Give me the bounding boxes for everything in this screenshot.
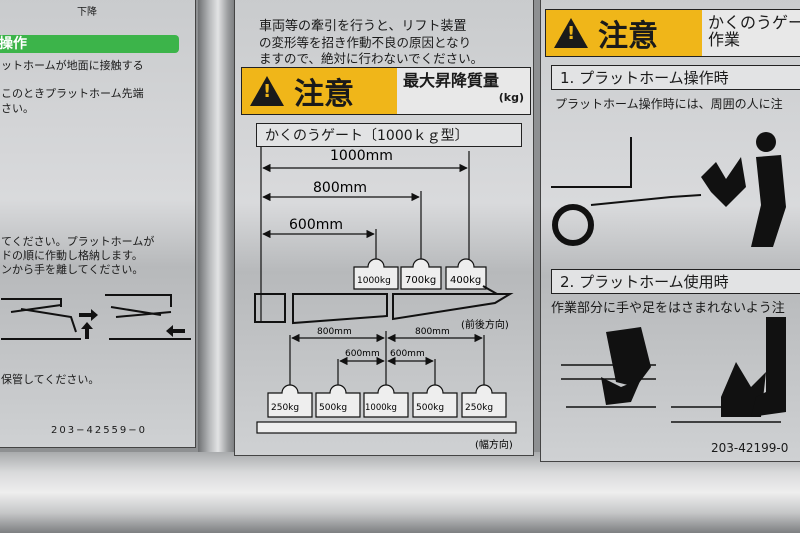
caution-title-2: 作業 (708, 30, 741, 49)
lower-text: 下降 (77, 7, 97, 18)
impact-burst-icon (701, 157, 746, 207)
weight-label: 250kg (465, 403, 493, 413)
text-line: ドの順に作動し格納します。 (1, 249, 143, 262)
text-line: ンから手を離してください。 (1, 263, 144, 276)
dist-label: 1000mm (330, 148, 393, 164)
dist-label: 800mm (313, 180, 367, 196)
warning-line: の変形等を招き作動不良の原因となり (259, 35, 472, 50)
direction-label: (幅方向) (475, 438, 513, 451)
caution-title: かくのうゲー (708, 13, 800, 32)
weight-label: 1000kg (365, 403, 397, 413)
weight-label: 500kg (319, 403, 347, 413)
text-line: このときプラットホーム先端 (1, 87, 144, 100)
section2-text: 作業部分に手や足をはさまれないよう注 (551, 301, 785, 316)
pinch-hazard-illustration (561, 317, 786, 423)
section2-title: 2. プラットホーム使用時 (551, 269, 800, 294)
arrow-left-icon (166, 325, 185, 337)
dist-label: 600mm (390, 349, 425, 359)
storage-text: 保管してください。 (1, 373, 100, 386)
weight-label: 250kg (271, 403, 299, 413)
caution-unit: (kg) (498, 91, 524, 104)
text-line: てください。プラットホームが (1, 235, 155, 248)
caution-title: 最大昇降質量 (403, 71, 500, 90)
dist-label: 600mm (345, 349, 380, 359)
caution-word: 注意 (598, 19, 658, 54)
direction-label: (前後方向) (461, 318, 509, 331)
weight-label: 700kg (405, 275, 436, 286)
left-instruction-label: 下降 操作 ットホームが地面に接触する このときプラットホーム先端 さい。 てく… (0, 0, 196, 448)
caution-header: 注意 かくのうゲー 作業 (545, 9, 800, 57)
dist-label: 600mm (289, 217, 343, 233)
warning-line: 車両等の牽引を行うと、リフト装置 (259, 19, 467, 34)
operation-section-bar: 操作 (0, 35, 179, 53)
tailgate-frame (0, 452, 800, 533)
operation-caution-label: 注意 かくのうゲー 作業 1. プラットホーム操作時 プラットホーム操作時には、… (540, 0, 800, 462)
metal-pillar (198, 0, 238, 460)
platform-side-view (254, 285, 514, 325)
hand-icon (606, 327, 651, 387)
warning-triangle-icon (554, 18, 588, 48)
text-line: さい。 (1, 102, 34, 115)
dist-label: 800mm (415, 327, 450, 337)
load-distribution-diagram: 1000mm 800mm 600mm 1000kg 700kg 400kg (前… (254, 147, 517, 451)
arrow-right-icon (79, 309, 98, 321)
warning-line: ますので、絶対に行わないでください。 (259, 51, 484, 66)
gate-model-title: かくのうゲート〔1000ｋｇ型〕 (256, 123, 522, 147)
platform-operation-illustration (551, 132, 786, 247)
caution-word: 注意 (294, 77, 354, 112)
part-number: 203−42559−0 (51, 425, 148, 436)
arrow-up-icon (81, 322, 93, 339)
foot-icon (751, 317, 786, 417)
weight-label: 500kg (416, 403, 444, 413)
weight-label: 400kg (450, 275, 481, 286)
warning-triangle-icon (250, 76, 284, 106)
weight-label: 1000kg (357, 276, 391, 286)
liftgate-fold-diagram (1, 294, 191, 340)
part-number: 203-42199-0 (711, 441, 789, 455)
text-line: ットホームが地面に接触する (1, 59, 144, 72)
dist-label: 800mm (317, 327, 352, 337)
section1-title: 1. プラットホーム操作時 (551, 65, 800, 90)
max-load-caution-label: 車両等の牽引を行うと、リフト装置 の変形等を招き作動不良の原因となり ますので、… (234, 0, 534, 456)
section1-text: プラットホーム操作時には、周囲の人に注 (555, 97, 783, 111)
caution-header: 注意 最大昇降質量 (kg) (241, 67, 531, 115)
person-icon (751, 155, 786, 247)
